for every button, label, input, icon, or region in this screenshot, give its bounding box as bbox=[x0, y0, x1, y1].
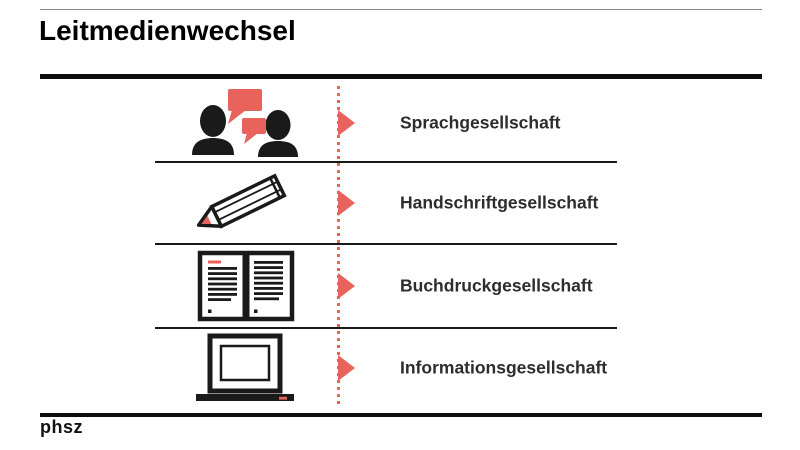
row-label: Handschriftgesellschaft bbox=[400, 192, 599, 213]
row-separator bbox=[155, 161, 617, 163]
phsz-logo: phsz bbox=[40, 417, 84, 437]
row-separator bbox=[155, 327, 617, 329]
footer-divider-bar bbox=[40, 413, 762, 417]
right-arrow-icon bbox=[338, 355, 355, 381]
diagram-row-sprachgesellschaft: Sprachgesellschaft bbox=[0, 84, 800, 161]
right-arrow-icon bbox=[338, 273, 355, 299]
top-hairline-rule bbox=[40, 9, 762, 10]
diagram-row-handschriftgesellschaft: Handschriftgesellschaft bbox=[0, 163, 800, 243]
diagram-row-informationsgesellschaft: Informationsgesellschaft bbox=[0, 329, 800, 407]
row-separator bbox=[155, 243, 617, 245]
conversation-people-icon bbox=[192, 88, 298, 157]
row-label: Sprachgesellschaft bbox=[400, 112, 561, 132]
diagram-row-buchdruckgesellschaft: Buchdruckgesellschaft bbox=[0, 245, 800, 327]
row-label: Informationsgesellschaft bbox=[400, 357, 608, 378]
header-divider-bar bbox=[40, 74, 762, 79]
row-label: Buchdruckgesellschaft bbox=[400, 275, 593, 296]
pencil-icon bbox=[196, 173, 287, 229]
laptop-icon bbox=[196, 333, 294, 401]
right-arrow-icon bbox=[338, 190, 355, 216]
timeline-dotted-line bbox=[337, 86, 340, 404]
page-title: Leitmedienwechsel bbox=[39, 15, 296, 46]
right-arrow-icon bbox=[338, 109, 355, 136]
open-book-icon bbox=[197, 250, 295, 322]
